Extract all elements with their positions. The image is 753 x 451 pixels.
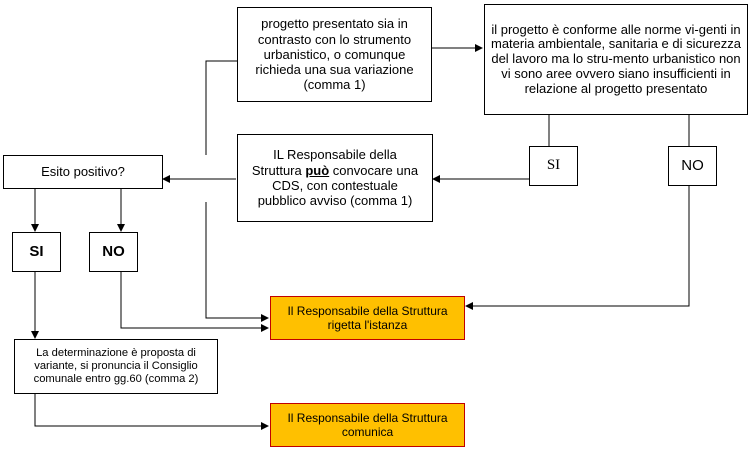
box-contrasto-text: progetto presentato sia in contrasto con… [255, 16, 414, 93]
box-cds-text-before: IL Responsabile della Struttura [251, 147, 397, 178]
box-comunica-text: Il Responsabile della Struttura comunica [287, 410, 448, 439]
box-rigetta: Il Responsabile della Struttura rigetta … [270, 296, 465, 340]
box-no-left: NO [89, 232, 138, 272]
box-conforme: il progetto è conforme alle norme vi-gen… [484, 4, 748, 115]
box-si-left: SI [12, 232, 61, 272]
box-cds-text-after: convocare una CDS, con contestuale pubbl… [257, 162, 419, 209]
box-determinazione-text: La determinazione è proposta di variante… [33, 346, 199, 386]
arrow-no-to-rigetta [465, 186, 690, 310]
box-esito-text: Esito positivo? [41, 164, 125, 180]
line-contrasto-branch [205, 60, 237, 155]
box-cds: IL Responsabile della Struttura può conv… [237, 134, 433, 222]
box-si-left-text: SI [29, 243, 44, 261]
box-contrasto: progetto presentato sia in contrasto con… [237, 7, 432, 102]
box-no-right: NO [668, 146, 717, 186]
box-cds-text-emphasis: può [305, 162, 330, 178]
arrow-branch-to-rigetta [205, 202, 269, 322]
box-determinazione: La determinazione è proposta di variante… [14, 339, 218, 394]
box-rigetta-text: Il Responsabile della Struttura rigetta … [287, 303, 448, 332]
box-no-left-text: NO [102, 243, 125, 261]
box-si-right-text: SI [546, 157, 561, 174]
box-no-right-text: NO [681, 157, 704, 175]
box-si-right: SI [529, 146, 578, 186]
box-conforme-text: il progetto è conforme alle norme vi-gen… [491, 21, 742, 96]
arrow-no-left-to-rigetta [120, 271, 269, 332]
arrow-determinazione-to-comunica [34, 394, 269, 430]
box-comunica: Il Responsabile della Struttura comunica [270, 403, 465, 447]
box-cds-text: IL Responsabile della Struttura può conv… [248, 147, 422, 208]
box-esito: Esito positivo? [3, 155, 163, 189]
